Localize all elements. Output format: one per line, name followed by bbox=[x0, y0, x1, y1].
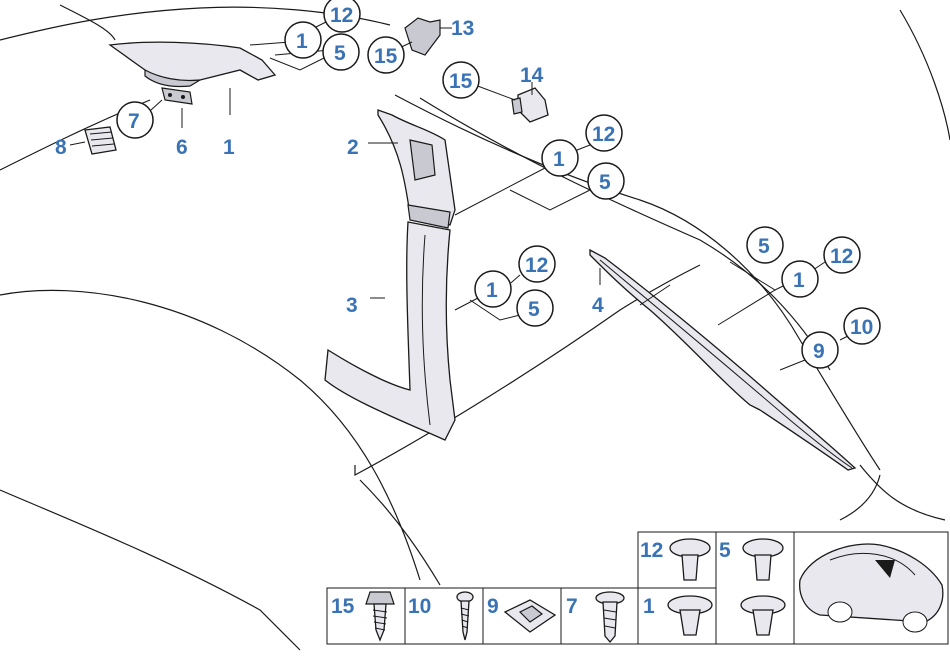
legend-label-9: 9 bbox=[487, 595, 499, 618]
trim-part-3 bbox=[324, 221, 456, 441]
callout-circles bbox=[116, 0, 881, 369]
legend-label-1: 1 bbox=[643, 595, 655, 618]
callout-1-top: 1 bbox=[296, 30, 308, 53]
callout-5-top: 5 bbox=[334, 42, 346, 65]
legend-screw-15 bbox=[365, 591, 395, 642]
legend-label-7: 7 bbox=[566, 595, 578, 618]
callout-labels: 1 12 5 13 15 15 14 7 8 6 1 2 1 12 5 3 1 … bbox=[55, 4, 873, 363]
legend-label-10: 10 bbox=[408, 595, 431, 618]
callout-1-upper-right: 1 bbox=[553, 148, 565, 171]
legend-clip-1 bbox=[667, 595, 713, 636]
leader-lines bbox=[139, 19, 851, 371]
callout-5-middle: 5 bbox=[528, 298, 540, 321]
callout-7: 7 bbox=[128, 110, 140, 133]
bracket-part-13 bbox=[404, 17, 452, 56]
callout-12-upper-right: 12 bbox=[592, 123, 615, 146]
legend-label-5: 5 bbox=[719, 539, 731, 562]
legend-clip-5 bbox=[740, 538, 786, 636]
callout-8: 8 bbox=[55, 136, 67, 159]
callout-5-right: 5 bbox=[758, 235, 770, 258]
trim-part-1 bbox=[108, 41, 277, 115]
fastener-legend: 15 10 9 7 1 12 5 bbox=[326, 531, 949, 645]
car-thumbnail bbox=[799, 543, 944, 633]
callout-5-upper-right: 5 bbox=[599, 171, 611, 194]
clip-part-6 bbox=[161, 87, 193, 128]
callout-12-top: 12 bbox=[330, 4, 353, 27]
legend-label-15: 15 bbox=[331, 595, 355, 618]
legend-clip-12 bbox=[669, 538, 711, 581]
callout-3: 3 bbox=[346, 294, 358, 317]
legend-screw-7 bbox=[595, 591, 625, 644]
callout-6: 6 bbox=[176, 136, 188, 159]
callout-14: 14 bbox=[520, 64, 544, 87]
callout-12-right: 12 bbox=[830, 245, 853, 268]
bracket-part-14 bbox=[511, 82, 549, 123]
trim-part-4 bbox=[589, 248, 857, 471]
callout-1-right: 1 bbox=[793, 269, 805, 292]
callout-13: 13 bbox=[451, 17, 474, 40]
legend-clip-9 bbox=[503, 599, 557, 633]
legend-screw-10 bbox=[456, 591, 474, 641]
callout-9: 9 bbox=[813, 340, 825, 363]
callout-15-mid: 15 bbox=[449, 70, 473, 93]
cover-part-8 bbox=[69, 126, 117, 155]
callout-2: 2 bbox=[347, 136, 359, 159]
callout-15-top: 15 bbox=[374, 45, 398, 68]
callout-1-part: 1 bbox=[223, 136, 235, 159]
car-body-outline bbox=[0, 4, 950, 651]
trim-part-2 bbox=[368, 109, 456, 229]
legend-label-12: 12 bbox=[640, 539, 663, 562]
callout-12-middle: 12 bbox=[525, 254, 548, 277]
callout-10: 10 bbox=[850, 316, 873, 339]
callout-1-middle: 1 bbox=[486, 279, 498, 302]
callout-4: 4 bbox=[592, 294, 604, 317]
